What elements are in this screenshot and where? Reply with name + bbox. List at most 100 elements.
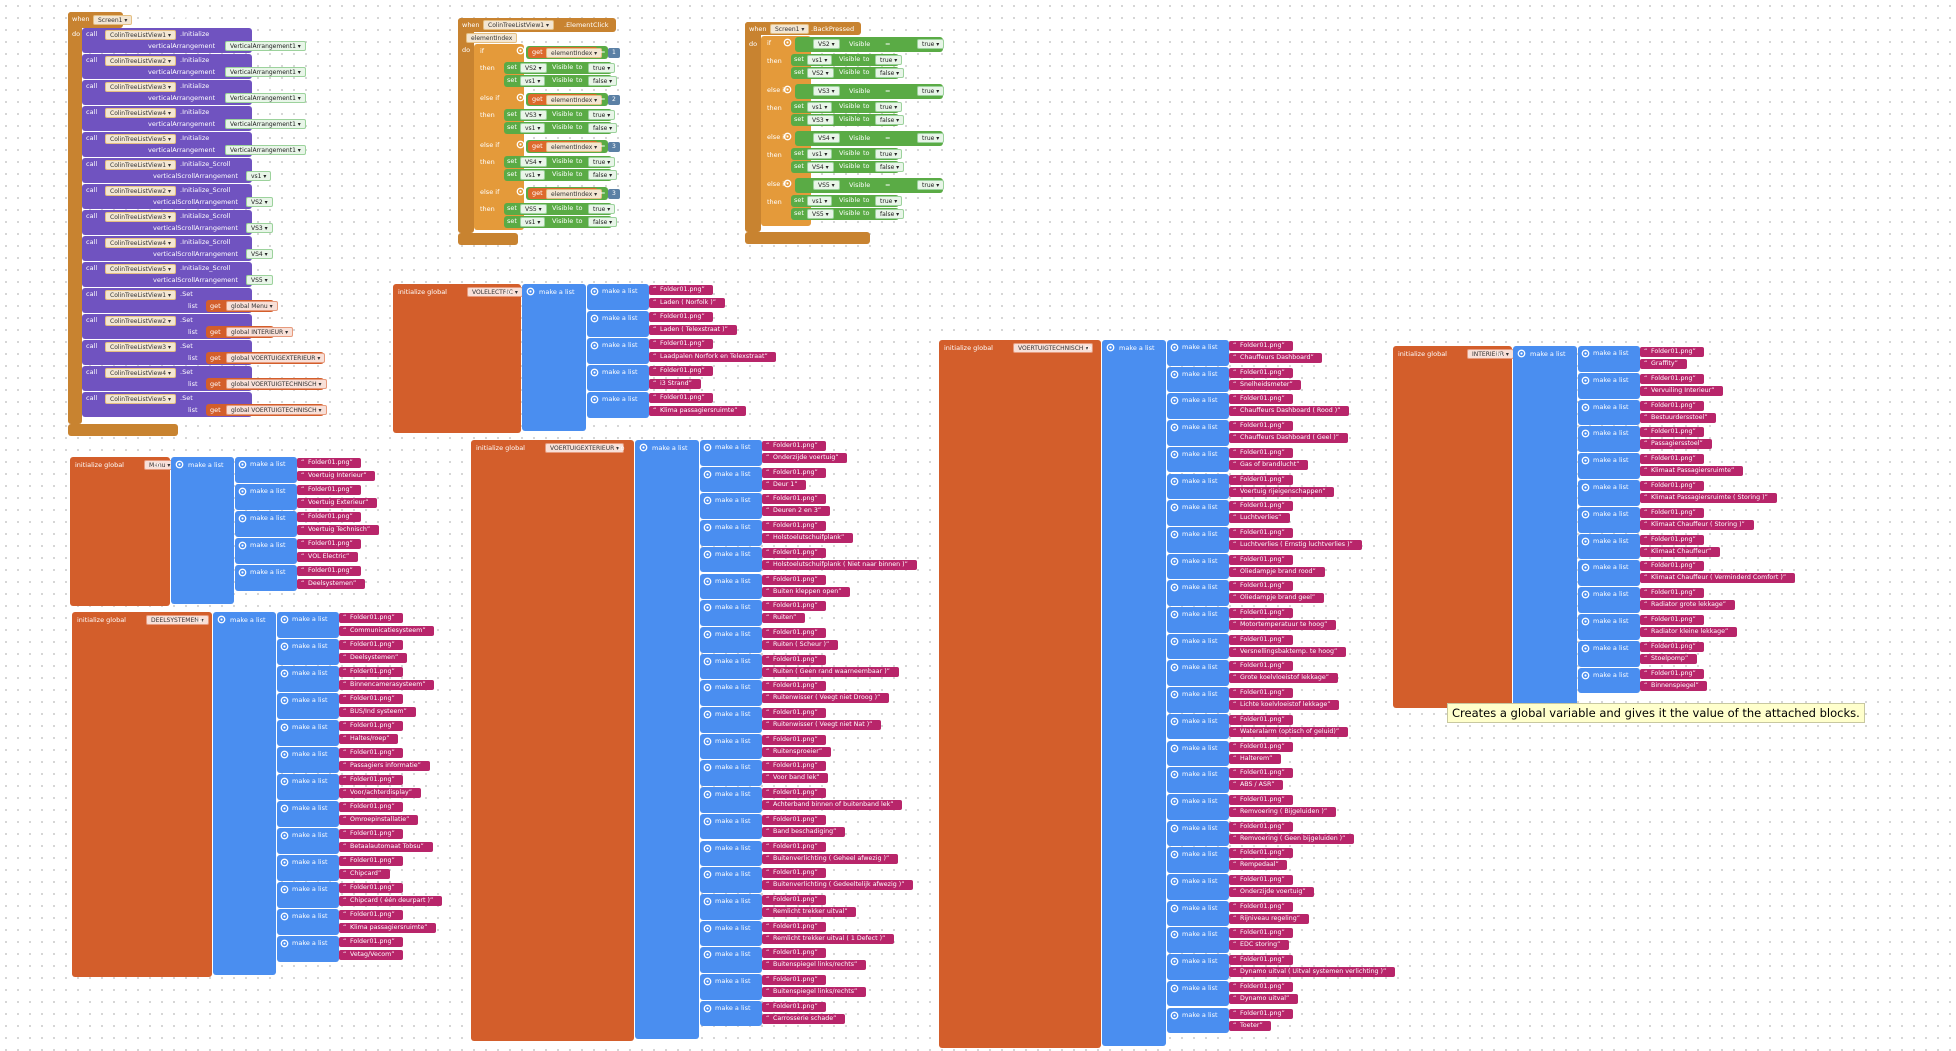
vertical-arrangement-value[interactable]: VerticalArrangement1 ▾ [225, 41, 306, 51]
list-mutator-gear[interactable] [280, 858, 289, 867]
inner-make-a-list-block[interactable] [700, 760, 762, 787]
inner-make-a-list-block[interactable] [1167, 713, 1229, 740]
false-value[interactable]: false ▾ [588, 123, 618, 133]
vertical-arrangement-value[interactable]: VerticalArrangement1 ▾ [225, 67, 306, 77]
folder-image-text[interactable]: “Folder01.png ” [297, 458, 362, 468]
list-mutator-gear[interactable] [1170, 877, 1179, 886]
list-item-text[interactable]: “Laadpalen Norfork en Telexstraat ” [649, 352, 777, 362]
folder-image-text[interactable]: “Folder01.png ” [1229, 421, 1294, 432]
if-mutator-gear[interactable] [516, 93, 526, 103]
true-value[interactable]: true ▾ [875, 149, 903, 159]
if-mutator-gear[interactable] [783, 132, 793, 142]
folder-image-text[interactable]: “Folder01.png ” [1640, 481, 1705, 491]
number-value[interactable]: 2 [608, 95, 620, 105]
folder-image-text[interactable]: “Folder01.png ” [1229, 875, 1294, 885]
list-mutator-gear[interactable] [1170, 423, 1179, 432]
if-mutator-gear[interactable] [516, 140, 526, 150]
tree-list-view-dropdown[interactable]: ColinTreeListView3 ▾ [105, 82, 176, 92]
inner-make-a-list-block[interactable] [700, 893, 762, 920]
inner-make-a-list-block[interactable] [700, 733, 762, 760]
component-dropdown[interactable]: vs1 ▾ [520, 76, 546, 86]
component-dropdown[interactable]: vs1 ▾ [520, 123, 546, 133]
list-item-text[interactable]: “Chauffeurs Dashboard ( Geel ) ” [1229, 433, 1348, 444]
inner-make-a-list-block[interactable] [1167, 954, 1229, 980]
folder-image-text[interactable]: “Folder01.png ” [339, 640, 404, 650]
folder-image-text[interactable]: “Folder01.png ” [1229, 768, 1294, 779]
false-value[interactable]: false ▾ [875, 115, 905, 125]
folder-image-text[interactable]: “Folder01.png ” [1640, 615, 1705, 625]
folder-image-text[interactable]: “Folder01.png ” [649, 312, 714, 322]
list-mutator-gear[interactable] [280, 777, 289, 786]
folder-image-text[interactable]: “Folder01.png ” [762, 708, 827, 718]
true-value[interactable]: true ▾ [588, 157, 616, 167]
list-mutator-gear[interactable] [1170, 797, 1179, 806]
list-mutator-gear[interactable] [280, 615, 289, 624]
list-item-text[interactable]: “Ruitensproeier ” [762, 746, 831, 757]
inner-make-a-list-block[interactable] [700, 867, 762, 893]
false-value[interactable]: false ▾ [588, 76, 618, 86]
element-index-dropdown[interactable]: elementIndex ▾ [546, 142, 603, 152]
folder-image-text[interactable]: “Folder01.png ” [297, 539, 362, 549]
initialize-global-block[interactable] [393, 284, 521, 433]
folder-image-text[interactable]: “Folder01.png ” [762, 601, 827, 612]
folder-image-text[interactable]: “Folder01.png ” [649, 366, 714, 376]
false-value[interactable]: false ▾ [588, 217, 618, 227]
tree-list-view-dropdown[interactable]: ColinTreeListView2 ▾ [105, 56, 176, 66]
folder-image-text[interactable]: “Folder01.png ” [297, 566, 362, 576]
folder-image-text[interactable]: “Folder01.png ” [762, 841, 827, 852]
list-item-text[interactable]: “Voertuig Interieur ” [297, 471, 376, 481]
tree-list-view-dropdown[interactable]: ColinTreeListView2 ▾ [105, 186, 176, 196]
inner-make-a-list-block[interactable] [587, 284, 649, 310]
list-item-text[interactable]: “Buiten kleppen open ” [762, 586, 851, 597]
list-item-text[interactable]: “Buitenverlichting ( Geheel afwezig ) ” [762, 853, 898, 864]
list-mutator-gear[interactable] [703, 790, 712, 799]
list-item-text[interactable]: “Buitenspiegel links/rechts ” [762, 987, 866, 997]
initialize-global-block[interactable] [471, 440, 634, 1042]
list-mutator-gear[interactable] [703, 844, 712, 853]
inner-make-a-list-block[interactable] [1578, 372, 1640, 399]
list-mutator-gear[interactable] [703, 897, 712, 906]
list-mutator-gear[interactable] [1170, 396, 1179, 405]
list-item-text[interactable]: “Klima passagiersruimte ” [649, 406, 747, 416]
folder-image-text[interactable]: “Folder01.png ” [762, 574, 827, 585]
list-item-text[interactable]: “Buitenverlichting ( Gedeeltelijk afwezi… [762, 880, 914, 891]
inner-make-a-list-block[interactable] [1167, 740, 1229, 767]
folder-image-text[interactable]: “Folder01.png ” [1229, 554, 1294, 565]
folder-image-text[interactable]: “Folder01.png ” [1229, 581, 1294, 592]
list-item-text[interactable]: “Carrosserie schade ” [762, 1013, 846, 1024]
true-value[interactable]: true ▾ [588, 63, 616, 73]
inner-make-a-list-block[interactable] [587, 365, 649, 391]
inner-make-a-list-block[interactable] [277, 666, 339, 692]
list-mutator-gear[interactable] [280, 669, 289, 678]
list-mutator-gear[interactable] [703, 683, 712, 692]
outer-make-a-list-block[interactable] [635, 440, 699, 1040]
list-item-text[interactable]: “Laden ( Telexstraat ) ” [649, 325, 737, 335]
list-mutator-gear[interactable] [280, 912, 289, 921]
inner-make-a-list-block[interactable] [1167, 633, 1229, 660]
tree-list-view-dropdown[interactable]: ColinTreeListView1 ▾ [483, 20, 554, 30]
global-name-field[interactable]: VOERTUIGTECHNISCH ▾ [1013, 343, 1094, 353]
list-item-text[interactable]: “Dynamo uitval ” [1229, 993, 1298, 1004]
list-item-text[interactable]: “Chipcard ” [339, 869, 390, 879]
true-value[interactable]: true ▾ [917, 133, 945, 143]
folder-image-text[interactable]: “Folder01.png ” [1640, 561, 1705, 572]
list-mutator-gear[interactable] [703, 603, 712, 612]
list-item-text[interactable]: “BUS/Ind systeem ” [339, 707, 416, 717]
folder-image-text[interactable]: “Folder01.png ” [1229, 981, 1294, 992]
folder-image-text[interactable]: “Folder01.png ” [1229, 447, 1294, 458]
list-mutator-gear[interactable] [703, 817, 712, 826]
list-mutator-gear[interactable] [1581, 429, 1590, 438]
list-item-text[interactable]: “Oliedampje brand geel ” [1229, 593, 1324, 604]
inner-make-a-list-block[interactable] [700, 573, 762, 600]
list-mutator-gear[interactable] [1170, 690, 1179, 699]
inner-make-a-list-block[interactable] [700, 707, 762, 733]
list-item-text[interactable]: “Buitenspiegel links/rechts ” [762, 960, 866, 971]
list-item-text[interactable]: “Onderzijde voertuig ” [1229, 887, 1315, 897]
list-mutator-gear[interactable] [1170, 637, 1179, 646]
list-mutator-gear[interactable] [1170, 717, 1179, 726]
list-mutator-gear[interactable] [1581, 617, 1590, 626]
folder-image-text[interactable]: “Folder01.png ” [297, 485, 362, 495]
folder-image-text[interactable]: “Folder01.png ” [762, 681, 827, 692]
list-mutator-gear[interactable] [1170, 477, 1179, 486]
